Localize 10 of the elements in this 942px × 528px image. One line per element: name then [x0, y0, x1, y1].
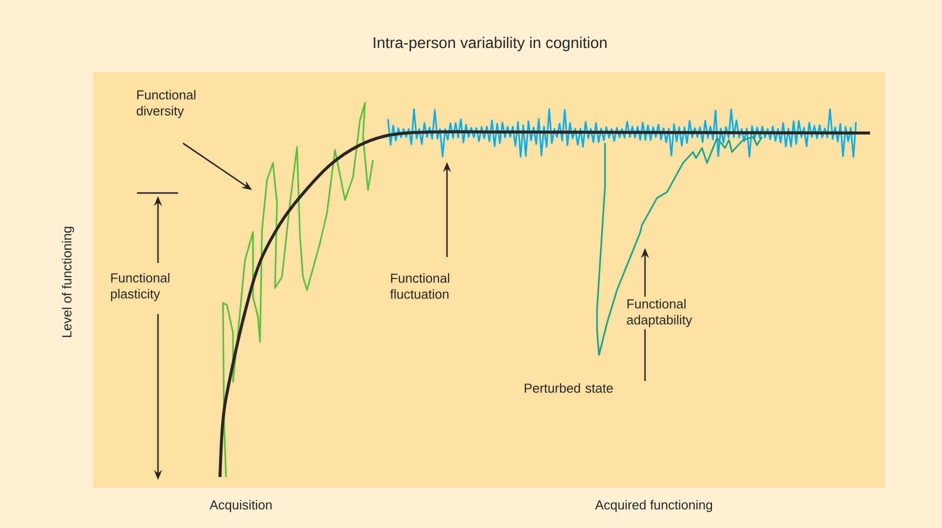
callout-text: Perturbed state [524, 383, 613, 393]
callout-text: Functional diversity [136, 90, 196, 118]
leader-line [644, 329, 646, 382]
axis-label: Acquired functioning [595, 500, 712, 512]
axis-label: Acquisition [210, 500, 272, 512]
callout-text: Functional fluctuation [390, 273, 450, 299]
dimension-label: Functional plasticity [111, 272, 170, 302]
chart-title: Intra-person variability in cognition [374, 36, 607, 52]
axis-label: Level of functioning [62, 226, 74, 337]
callout-text: Functional adaptability [626, 298, 692, 328]
